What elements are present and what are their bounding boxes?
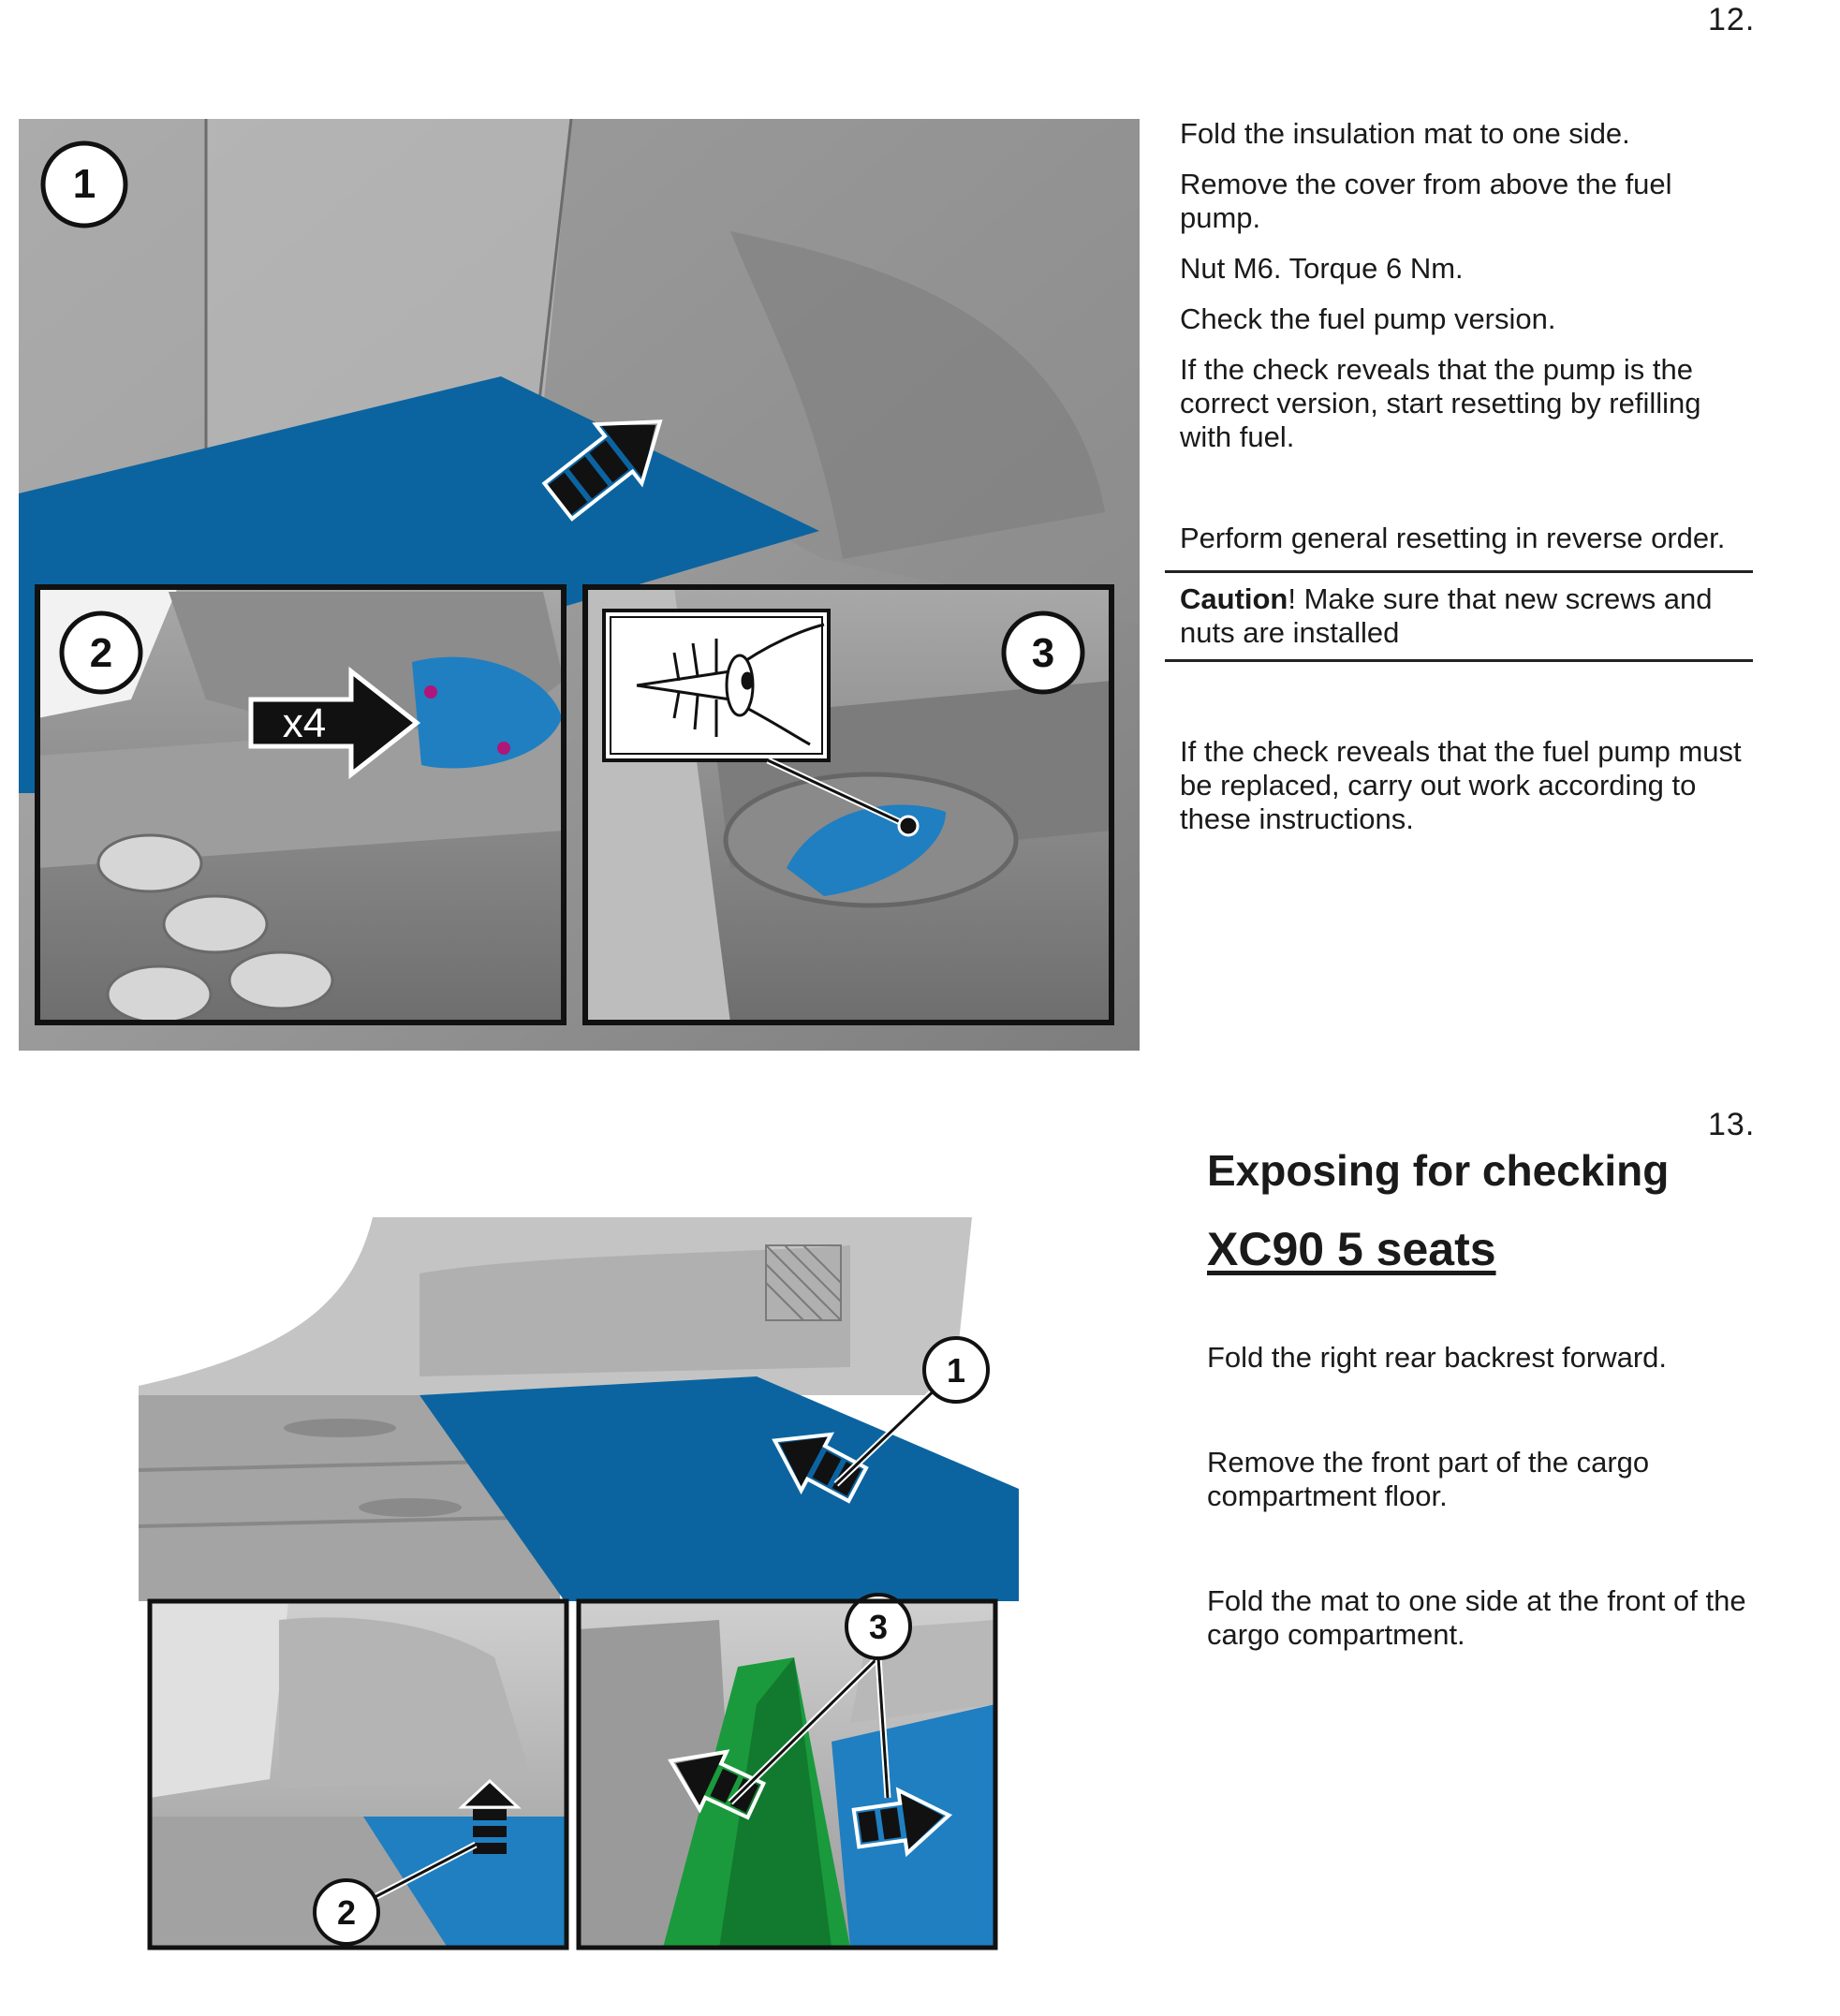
callout-2-label-13: 2 bbox=[337, 1893, 356, 1932]
callout-2-label: 2 bbox=[90, 630, 112, 676]
instruction-fold-mat: Fold the insulation mat to one side. bbox=[1180, 117, 1630, 150]
instruction-nut-torque: Nut M6. Torque 6 Nm. bbox=[1180, 252, 1464, 285]
instruction-fold-mat-front: Fold the mat to one side at the front of… bbox=[1207, 1584, 1746, 1651]
step-12-instructions: Fold the insulation mat to one side. Rem… bbox=[1165, 117, 1753, 836]
callout-1-marker: 1 bbox=[40, 140, 128, 228]
step-12-illustration: 1 x4 2 bbox=[19, 119, 1140, 1051]
x4-arrow-icon: x4 bbox=[248, 666, 421, 780]
section-heading: Exposing for checking bbox=[1207, 1146, 1670, 1195]
callout-1-label: 1 bbox=[73, 161, 96, 207]
section-subheading: XC90 5 seats bbox=[1207, 1223, 1496, 1275]
remove-right-arrow-icon bbox=[851, 1787, 953, 1858]
instruction-fold-backrest: Fold the right rear backrest forward. bbox=[1207, 1341, 1668, 1374]
caution-text: ! Make sure that new screws and nuts are… bbox=[1180, 582, 1713, 649]
caution-label: Caution bbox=[1180, 582, 1288, 615]
instruction-general-resetting: Perform general resetting in reverse ord… bbox=[1180, 522, 1726, 554]
instruction-check-version: Check the fuel pump version. bbox=[1180, 302, 1556, 335]
inset-2-detail: x4 2 bbox=[35, 584, 567, 1025]
instruction-remove-floor: Remove the front part of the cargo compa… bbox=[1207, 1446, 1650, 1512]
inset-floor-detail: 2 bbox=[147, 1598, 569, 1950]
step-13-instructions: Exposing for checking XC90 5 seats Fold … bbox=[1207, 1146, 1769, 1652]
step-number-12: 12. bbox=[1708, 2, 1756, 37]
fold-arrow-icon bbox=[541, 419, 663, 522]
instruction-remove-cover: Remove the cover from above the fuel pum… bbox=[1180, 168, 1672, 234]
lift-arrow-icon bbox=[458, 1778, 522, 1854]
inset-3-detail: 3 bbox=[582, 584, 1114, 1025]
eye-icon bbox=[636, 623, 825, 746]
instruction-replace-pump: If the check reveals that the fuel pump … bbox=[1180, 735, 1742, 835]
caution-box: Caution! Make sure that new screws and n… bbox=[1165, 570, 1753, 662]
callout-3-label-13: 3 bbox=[869, 1608, 888, 1646]
callout-1-label-13: 1 bbox=[947, 1351, 965, 1390]
inset-panel-detail: 3 bbox=[576, 1593, 998, 1950]
step-13-illustration: 1 2 bbox=[139, 1217, 1019, 1957]
quantity-label: x4 bbox=[283, 700, 326, 746]
instruction-correct-version: If the check reveals that the pump is th… bbox=[1180, 353, 1701, 453]
callout-3-label: 3 bbox=[1032, 630, 1054, 676]
step-number-13: 13. bbox=[1708, 1107, 1756, 1142]
